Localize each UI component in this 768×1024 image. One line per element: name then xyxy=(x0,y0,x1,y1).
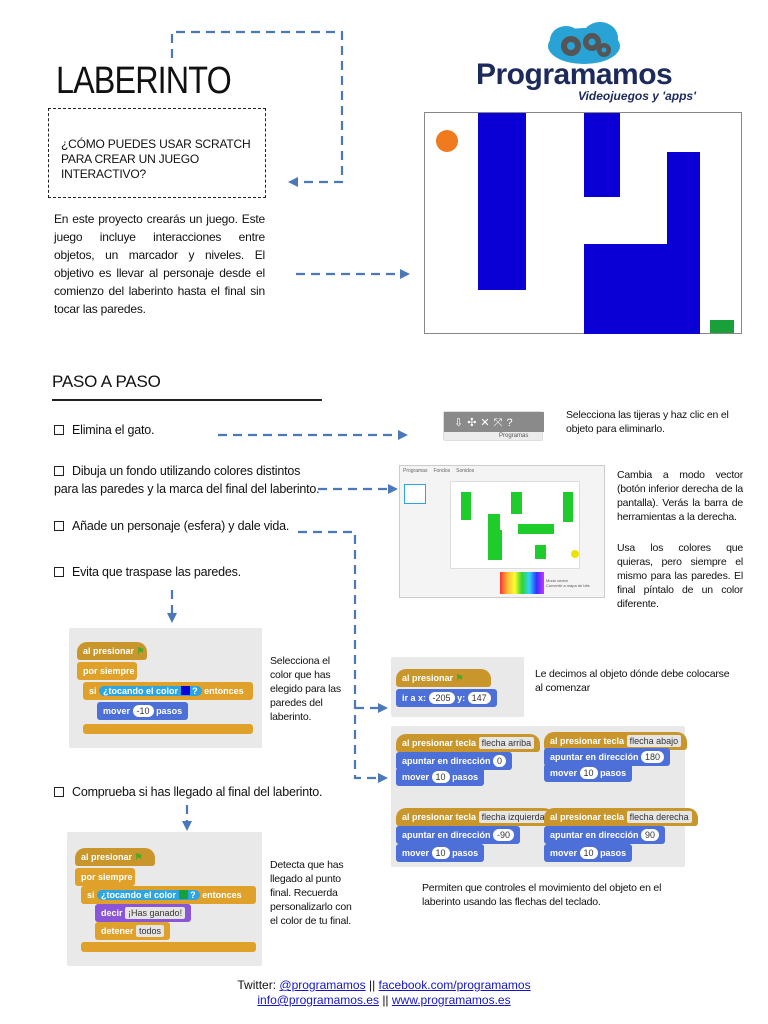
twitter-link[interactable]: @programamos xyxy=(279,978,366,992)
step-item: Dibuja un fondo utilizando colores disti… xyxy=(54,464,320,496)
section-divider xyxy=(52,399,322,401)
maze-wall xyxy=(584,113,620,197)
checkbox-icon xyxy=(54,425,64,435)
section-title: PASO A PASO xyxy=(52,372,161,391)
footer-line-2: info@programamos.es || www.programamos.e… xyxy=(257,993,511,1007)
checkbox-icon xyxy=(54,787,64,797)
logo-subtitle: Videojuegos y 'apps' xyxy=(578,89,696,103)
maze-wall xyxy=(667,152,700,252)
question-box: ¿CÓMO PUEDES USAR SCRATCH PARA CREAR UN … xyxy=(48,108,266,198)
scratch-script-walls: al presionar ⚑ por siempre si ¿tocando e… xyxy=(69,628,262,748)
maze-goal xyxy=(710,320,734,333)
scratch-script-finish: al presionar ⚑ por siempre si ¿tocando e… xyxy=(67,832,262,966)
web-link[interactable]: www.programamos.es xyxy=(391,993,511,1007)
facebook-link[interactable]: facebook.com/programamos xyxy=(378,978,531,992)
step-item: Elimina el gato. xyxy=(54,421,254,439)
intro-text: En este proyecto crearás un juego. Este … xyxy=(54,212,265,316)
note-wall-color: Selecciona el color que has elegido para… xyxy=(270,655,341,723)
maze-wall xyxy=(584,244,700,334)
note-start-pos: Le decimos al objeto dónde debe colocars… xyxy=(535,668,730,694)
note-vector: Cambia a modo vector (botón inferior der… xyxy=(617,469,743,523)
toolbar-screenshot: ⇩✣✕⤧? Programas xyxy=(443,411,544,441)
scratch-script-arrows: al presionar tecla flecha arriba apuntar… xyxy=(391,726,698,867)
step-item: Comprueba si has llegado al final del la… xyxy=(54,783,354,801)
scratch-script-start: al presionar ⚑ ir a x: -205 y: 147 xyxy=(391,657,524,717)
logo xyxy=(476,18,716,108)
step-item: Añade un personaje (esfera) y dale vida. xyxy=(54,517,294,535)
note-scissors: Selecciona las tijeras y haz clic en el … xyxy=(566,409,729,435)
note-arrows: Permiten que controles el movimiento del… xyxy=(422,882,662,908)
footer-line-1: Twitter: @programamos || facebook.com/pr… xyxy=(237,978,531,992)
maze-preview xyxy=(424,112,742,334)
email-link[interactable]: info@programamos.es xyxy=(257,993,379,1007)
question-text: ¿CÓMO PUEDES USAR SCRATCH PARA CREAR UN … xyxy=(61,137,251,181)
checkbox-icon xyxy=(54,521,64,531)
checkbox-icon xyxy=(54,567,64,577)
logo-name: Programamos xyxy=(476,58,673,91)
maze-wall xyxy=(478,113,526,290)
page-title: LABERINTO xyxy=(56,60,232,102)
checkbox-icon xyxy=(54,466,64,476)
note-finish: Detecta que has llegado al punto final. … xyxy=(270,859,352,927)
note-colors: Usa los colores que quieras, pero siempr… xyxy=(617,542,743,610)
cloud-gears-icon xyxy=(548,22,620,64)
step-item: Evita que traspase las paredes. xyxy=(54,563,294,581)
ball-sprite xyxy=(436,130,458,152)
